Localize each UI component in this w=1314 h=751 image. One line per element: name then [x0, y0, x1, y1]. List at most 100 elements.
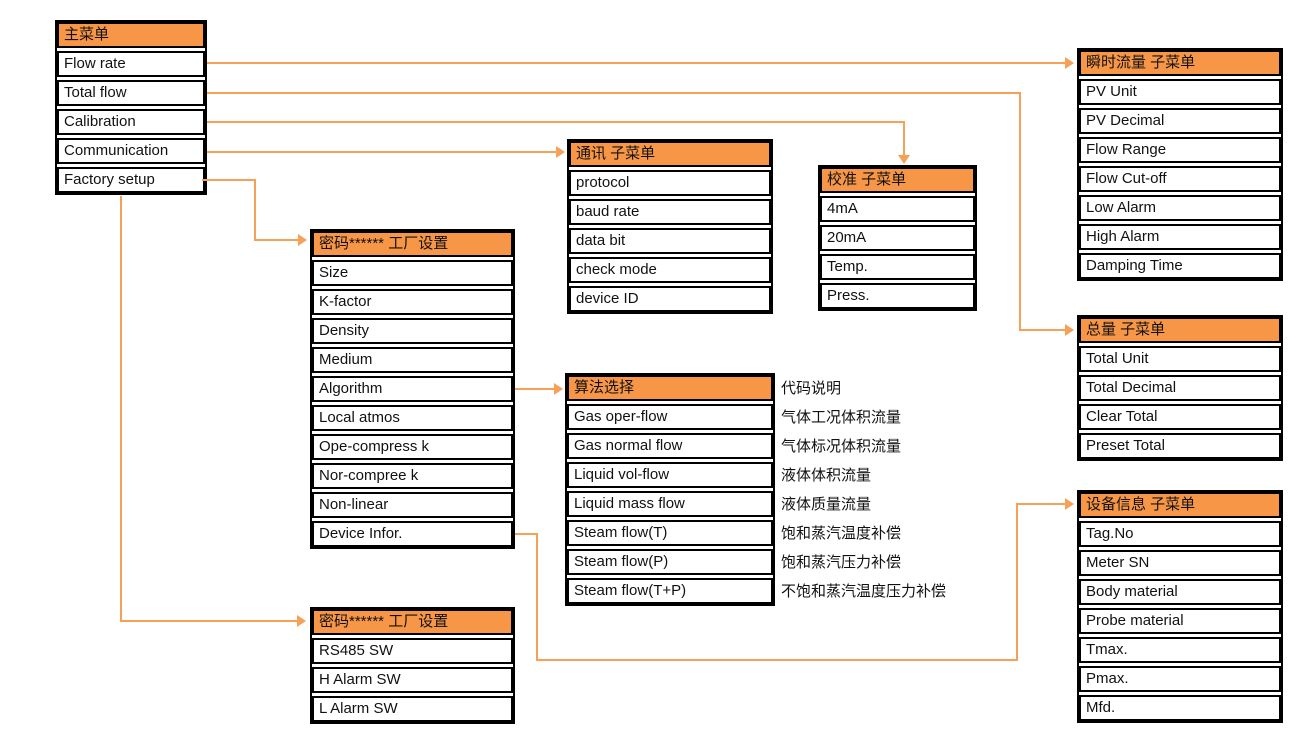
desc-item: 不饱和蒸汽温度压力补偿: [781, 583, 947, 600]
connector-total-flow: [1019, 329, 1066, 331]
connector-communication: [207, 151, 557, 153]
menu-item: Tmax.: [1079, 637, 1281, 663]
arrow-down-icon: [898, 155, 910, 164]
connector-device-info: [1016, 503, 1066, 505]
menu-item: Factory setup: [57, 167, 205, 193]
connector-device-info: [536, 659, 1018, 661]
menu-box-factory-setup-2: 密码****** 工厂设置 RS485 SW H Alarm SW L Alarm S…: [310, 607, 515, 724]
menu-item: Density: [312, 318, 513, 344]
menu-item: Total flow: [57, 80, 205, 106]
connector-calibration: [903, 121, 905, 157]
menu-item: RS485 SW: [312, 638, 513, 664]
menu-item: Steam flow(T): [567, 520, 773, 546]
menu-item: Mfd.: [1079, 695, 1281, 721]
menu-item: Ope-compress k: [312, 434, 513, 460]
connector-factory-setup: [254, 179, 256, 241]
desc-item: 气体工况体积流量: [781, 409, 902, 426]
arrow-right-icon: [1065, 498, 1074, 510]
connector-device-info: [536, 533, 538, 661]
menu-item: Tag.No: [1079, 521, 1281, 547]
desc-item: 饱和蒸汽温度补偿: [781, 525, 902, 542]
box-header: 通讯 子菜单: [569, 141, 771, 167]
arrow-right-icon: [1065, 57, 1074, 69]
box-header: 算法选择: [567, 375, 773, 401]
box-header: 主菜单: [57, 22, 205, 48]
menu-item: Steam flow(P): [567, 549, 773, 575]
menu-item: Pmax.: [1079, 666, 1281, 692]
arrow-right-icon: [1065, 324, 1074, 336]
connector-total-flow: [207, 92, 1021, 94]
menu-item: Total Unit: [1079, 346, 1281, 372]
menu-item: baud rate: [569, 199, 771, 225]
menu-item: Medium: [312, 347, 513, 373]
box-header: 校准 子菜单: [820, 167, 975, 193]
menu-item: Algorithm: [312, 376, 513, 402]
arrow-right-icon: [554, 383, 563, 395]
menu-item: Gas normal flow: [567, 433, 773, 459]
connector-total-flow: [1019, 92, 1021, 331]
desc-item: 液体体积流量: [781, 467, 872, 484]
box-header: 总量 子菜单: [1079, 317, 1281, 343]
menu-item: Flow rate: [57, 51, 205, 77]
menu-item: Press.: [820, 283, 975, 309]
menu-item: Temp.: [820, 254, 975, 280]
menu-item: Calibration: [57, 109, 205, 135]
menu-item: High Alarm: [1079, 224, 1281, 250]
menu-item: Preset Total: [1079, 433, 1281, 459]
connector-algorithm: [515, 388, 555, 390]
connector-calibration: [207, 121, 905, 123]
menu-item: Size: [312, 260, 513, 286]
arrow-right-icon: [556, 146, 565, 158]
box-header: 密码****** 工厂设置: [312, 609, 513, 635]
desc-item: 气体标况体积流量: [781, 438, 902, 455]
menu-item: Flow Range: [1079, 137, 1281, 163]
desc-item: 液体质量流量: [781, 496, 872, 513]
menu-item: data bit: [569, 228, 771, 254]
menu-item: Body material: [1079, 579, 1281, 605]
menu-item: Steam flow(T+P): [567, 578, 773, 604]
connector-device-info: [515, 533, 538, 535]
menu-box-communication: 通讯 子菜单 protocol baud rate data bit check mod…: [567, 139, 773, 314]
menu-item: Total Decimal: [1079, 375, 1281, 401]
menu-item: Probe material: [1079, 608, 1281, 634]
connector-flow-rate: [207, 62, 1067, 64]
box-header: 密码****** 工厂设置: [312, 231, 513, 257]
menu-item: check mode: [569, 257, 771, 283]
menu-item: PV Decimal: [1079, 108, 1281, 134]
algorithm-code-descriptions: 代码说明气体工况体积流量气体标况体积流量液体体积流量液体质量流量饱和蒸汽温度补偿…: [781, 374, 1051, 606]
menu-item: L Alarm SW: [312, 696, 513, 722]
menu-item: Low Alarm: [1079, 195, 1281, 221]
menu-item: Damping Time: [1079, 253, 1281, 279]
menu-item: device ID: [569, 286, 771, 312]
menu-item: Communication: [57, 138, 205, 164]
menu-item: Liquid mass flow: [567, 491, 773, 517]
connector-factory-setup: [202, 179, 256, 181]
menu-item: PV Unit: [1079, 79, 1281, 105]
menu-item: Liquid vol-flow: [567, 462, 773, 488]
menu-item: K-factor: [312, 289, 513, 315]
menu-item: Non-linear: [312, 492, 513, 518]
connector-factory-setup-2: [120, 196, 122, 622]
menu-item: H Alarm SW: [312, 667, 513, 693]
connector-device-info: [1016, 504, 1018, 661]
box-header: 瞬时流量 子菜单: [1079, 50, 1281, 76]
menu-item: Clear Total: [1079, 404, 1281, 430]
desc-item: 饱和蒸汽压力补偿: [781, 554, 902, 571]
menu-item: protocol: [569, 170, 771, 196]
menu-item: Flow Cut-off: [1079, 166, 1281, 192]
menu-item: Meter SN: [1079, 550, 1281, 576]
menu-item: Local atmos: [312, 405, 513, 431]
connector-factory-setup: [254, 239, 300, 241]
menu-item: Gas oper-flow: [567, 404, 773, 430]
menu-item: Nor-compree k: [312, 463, 513, 489]
menu-item: 4mA: [820, 196, 975, 222]
connector-factory-setup-2: [120, 620, 298, 622]
menu-item: 20mA: [820, 225, 975, 251]
